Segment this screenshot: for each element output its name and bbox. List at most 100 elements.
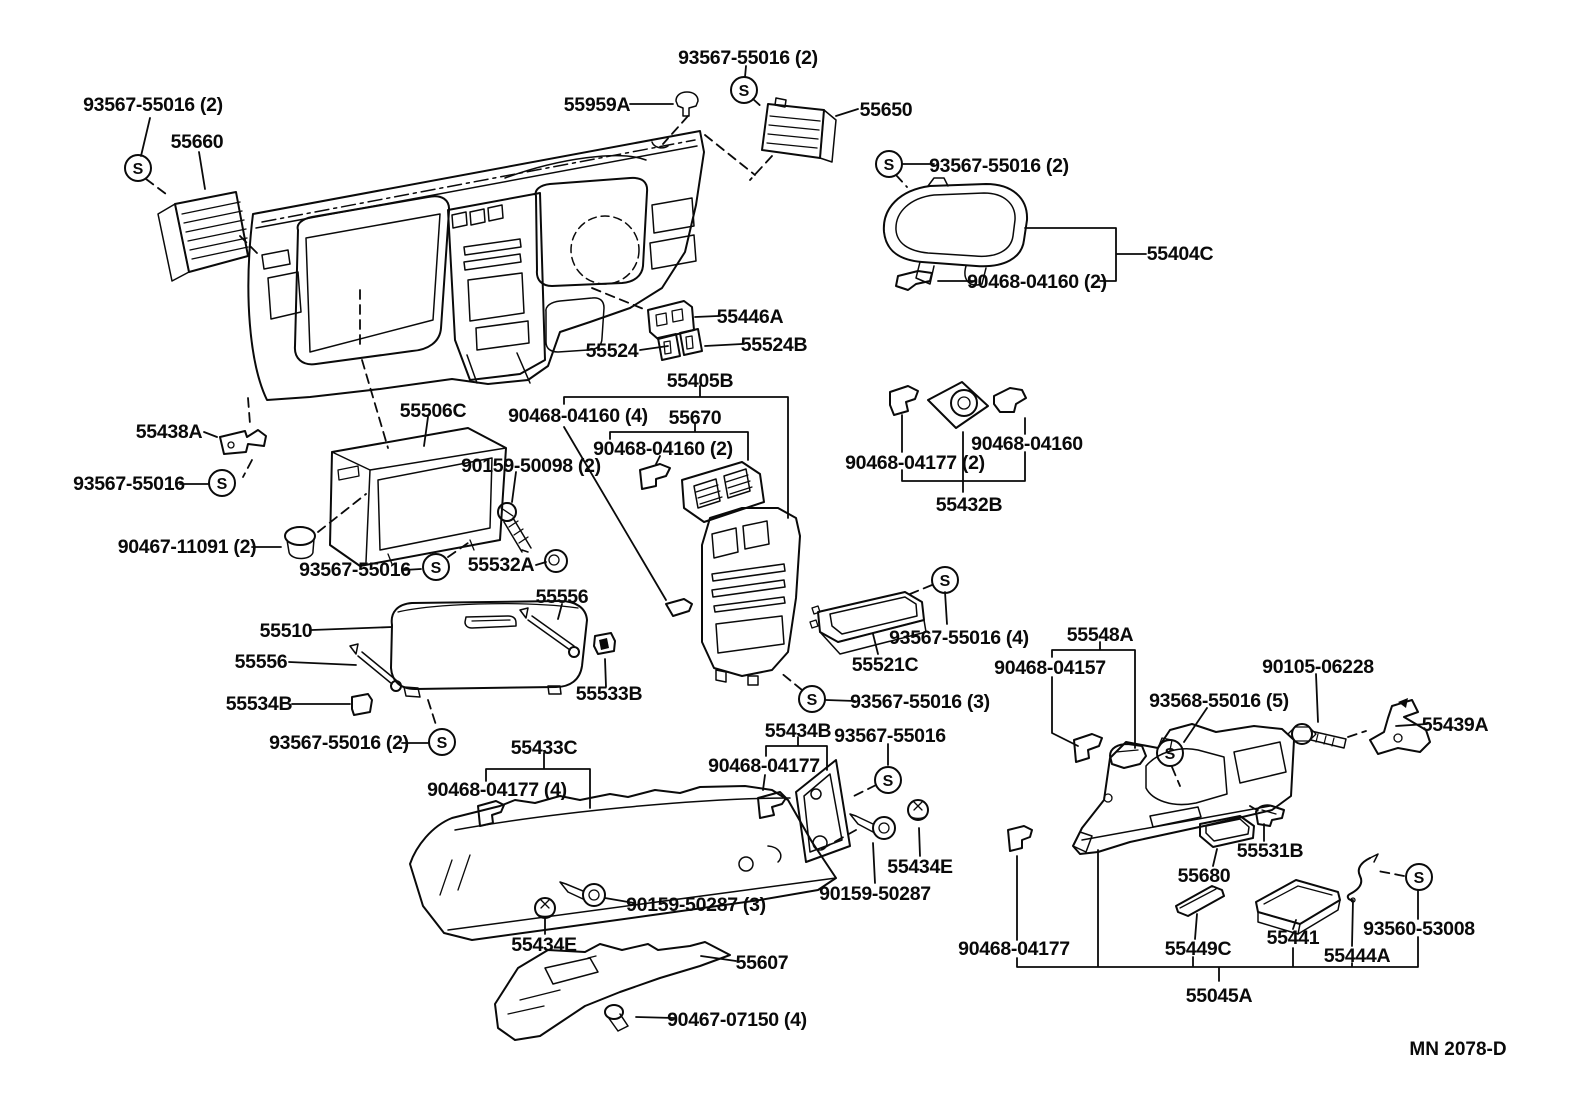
part-label-90467-07150-4: 90467-07150 (4) bbox=[667, 1009, 807, 1031]
part-label-90159-50287: 90159-50287 bbox=[819, 883, 931, 905]
part-label-55524: 55524 bbox=[586, 340, 639, 362]
s-marker-glyph: S bbox=[739, 83, 750, 100]
part-label-90468-04177-2: 90468-04177 (2) bbox=[845, 452, 985, 474]
part-label-90468-04160-4: 90468-04160 (4) bbox=[508, 405, 648, 427]
s-standard-part-marker: S bbox=[798, 685, 826, 713]
bolt-90105-06228 bbox=[1287, 723, 1347, 749]
diagram-code: MN 2078-D bbox=[1409, 1039, 1506, 1060]
part-label-93567-55016: 93567-55016 bbox=[834, 725, 946, 747]
s-standard-part-marker: S bbox=[931, 566, 959, 594]
ring-55532A bbox=[544, 549, 568, 573]
switch-55446A bbox=[647, 300, 695, 340]
part-label-93567-55016-2: 93567-55016 (2) bbox=[929, 155, 1069, 177]
clip-90468-04177-mid bbox=[757, 791, 787, 819]
part-label-90468-04177: 90468-04177 bbox=[958, 938, 1070, 960]
s-standard-part-marker: S bbox=[1405, 863, 1433, 891]
part-label-93568-55016-5: 93568-55016 (5) bbox=[1149, 690, 1289, 712]
part-label-55446A: 55446A bbox=[717, 306, 784, 328]
part-label-55531B: 55531B bbox=[1237, 840, 1304, 862]
leader-lines bbox=[140, 65, 1428, 1019]
clip-90468-04160-a bbox=[639, 463, 671, 490]
finish-panel-55405B bbox=[701, 507, 801, 686]
trim-55521C bbox=[809, 591, 927, 655]
part-label-90467-11091-2: 90467-11091 (2) bbox=[118, 536, 257, 558]
s-marker-glyph: S bbox=[884, 157, 895, 174]
part-label-55670: 55670 bbox=[669, 407, 722, 429]
s-markers-layer: S S S S S S S S S S S bbox=[124, 76, 1433, 891]
part-label-90468-04157: 90468-04157 bbox=[994, 657, 1106, 679]
part-label-90468-04160: 90468-04160 bbox=[971, 433, 1083, 455]
part-label-55404C: 55404C bbox=[1147, 243, 1214, 265]
part-label-55449C: 55449C bbox=[1165, 938, 1232, 960]
s-marker-glyph: S bbox=[437, 735, 448, 752]
dashboard-body bbox=[247, 130, 705, 401]
grommet-55434E-right bbox=[907, 799, 929, 821]
clip-90468-04160-bezel bbox=[895, 270, 933, 291]
screw-90159-50287-left bbox=[559, 881, 606, 907]
check-rod-55556-left bbox=[349, 643, 402, 692]
part-label-55439A: 55439A bbox=[1422, 714, 1489, 736]
part-label-55434E: 55434E bbox=[511, 934, 577, 956]
part-label-90105-06228: 90105-06228 bbox=[1262, 656, 1374, 678]
part-label-55680: 55680 bbox=[1178, 865, 1231, 887]
parts-55432B bbox=[889, 381, 1027, 429]
vent-55660 bbox=[157, 191, 249, 282]
glovebox-door-55510 bbox=[390, 600, 588, 698]
s-marker-glyph: S bbox=[217, 476, 228, 493]
part-label-90159-50098-2: 90159-50098 (2) bbox=[461, 455, 601, 477]
part-label-90468-04177-4: 90468-04177 (4) bbox=[427, 779, 567, 801]
s-standard-part-marker: S bbox=[874, 766, 902, 794]
part-label-55510: 55510 bbox=[260, 620, 313, 642]
bracket-55434B bbox=[795, 759, 851, 863]
grommet-55434E-left bbox=[534, 897, 556, 919]
clip-55531B bbox=[1255, 804, 1285, 827]
part-label-55444A: 55444A bbox=[1324, 945, 1391, 967]
part-label-93567-55016-3: 93567-55016 (3) bbox=[850, 691, 990, 713]
part-label-90468-04160-2: 90468-04160 (2) bbox=[593, 438, 733, 460]
part-label-55548A: 55548A bbox=[1067, 624, 1134, 646]
part-label-55533B: 55533B bbox=[576, 683, 643, 705]
part-label-93567-55016: 93567-55016 bbox=[299, 559, 411, 581]
part-label-93567-55016-2: 93567-55016 (2) bbox=[678, 47, 818, 69]
part-label-55506C: 55506C bbox=[400, 400, 467, 422]
bracket-55438A bbox=[219, 429, 267, 455]
strip-55449C bbox=[1175, 885, 1225, 917]
pocket-55441 bbox=[1255, 879, 1341, 935]
clip-55534B bbox=[351, 693, 373, 716]
part-label-55650: 55650 bbox=[860, 99, 913, 121]
s-standard-part-marker: S bbox=[1156, 739, 1184, 767]
part-label-55434E: 55434E bbox=[887, 856, 953, 878]
knobs-55524 bbox=[657, 328, 703, 361]
part-label-93567-55016: 93567-55016 bbox=[73, 473, 185, 495]
part-label-55433C: 55433C bbox=[511, 737, 578, 759]
clip-55533B bbox=[593, 632, 616, 655]
s-standard-part-marker: S bbox=[124, 154, 152, 182]
cluster-bezel-55404C bbox=[882, 177, 1029, 286]
part-label-55556: 55556 bbox=[235, 651, 288, 673]
clip-55959A bbox=[675, 91, 699, 117]
s-marker-glyph: S bbox=[1165, 746, 1176, 763]
s-standard-part-marker: S bbox=[875, 150, 903, 178]
bracket-55439A bbox=[1369, 698, 1431, 755]
bolt-90467-07150 bbox=[604, 1004, 629, 1032]
s-standard-part-marker: S bbox=[208, 469, 236, 497]
s-marker-glyph: S bbox=[807, 692, 818, 709]
part-label-55441: 55441 bbox=[1267, 927, 1320, 949]
s-standard-part-marker: S bbox=[422, 553, 450, 581]
clip-90468-04160-b bbox=[665, 598, 693, 617]
part-label-55521C: 55521C bbox=[852, 654, 919, 676]
part-label-55556: 55556 bbox=[536, 586, 589, 608]
part-label-55434B: 55434B bbox=[765, 720, 832, 742]
clip-90468-04157 bbox=[1073, 733, 1103, 763]
part-label-55045A: 55045A bbox=[1186, 985, 1253, 1007]
s-marker-glyph: S bbox=[883, 773, 894, 790]
part-label-55438A: 55438A bbox=[136, 421, 203, 443]
part-label-55432B: 55432B bbox=[936, 494, 1003, 516]
part-label-55607: 55607 bbox=[736, 952, 789, 974]
console-box-55506C bbox=[329, 427, 507, 567]
screw-90159-50287-right bbox=[849, 813, 896, 840]
vent-55670 bbox=[681, 461, 765, 523]
part-label-93560-53008: 93560-53008 bbox=[1363, 918, 1475, 940]
